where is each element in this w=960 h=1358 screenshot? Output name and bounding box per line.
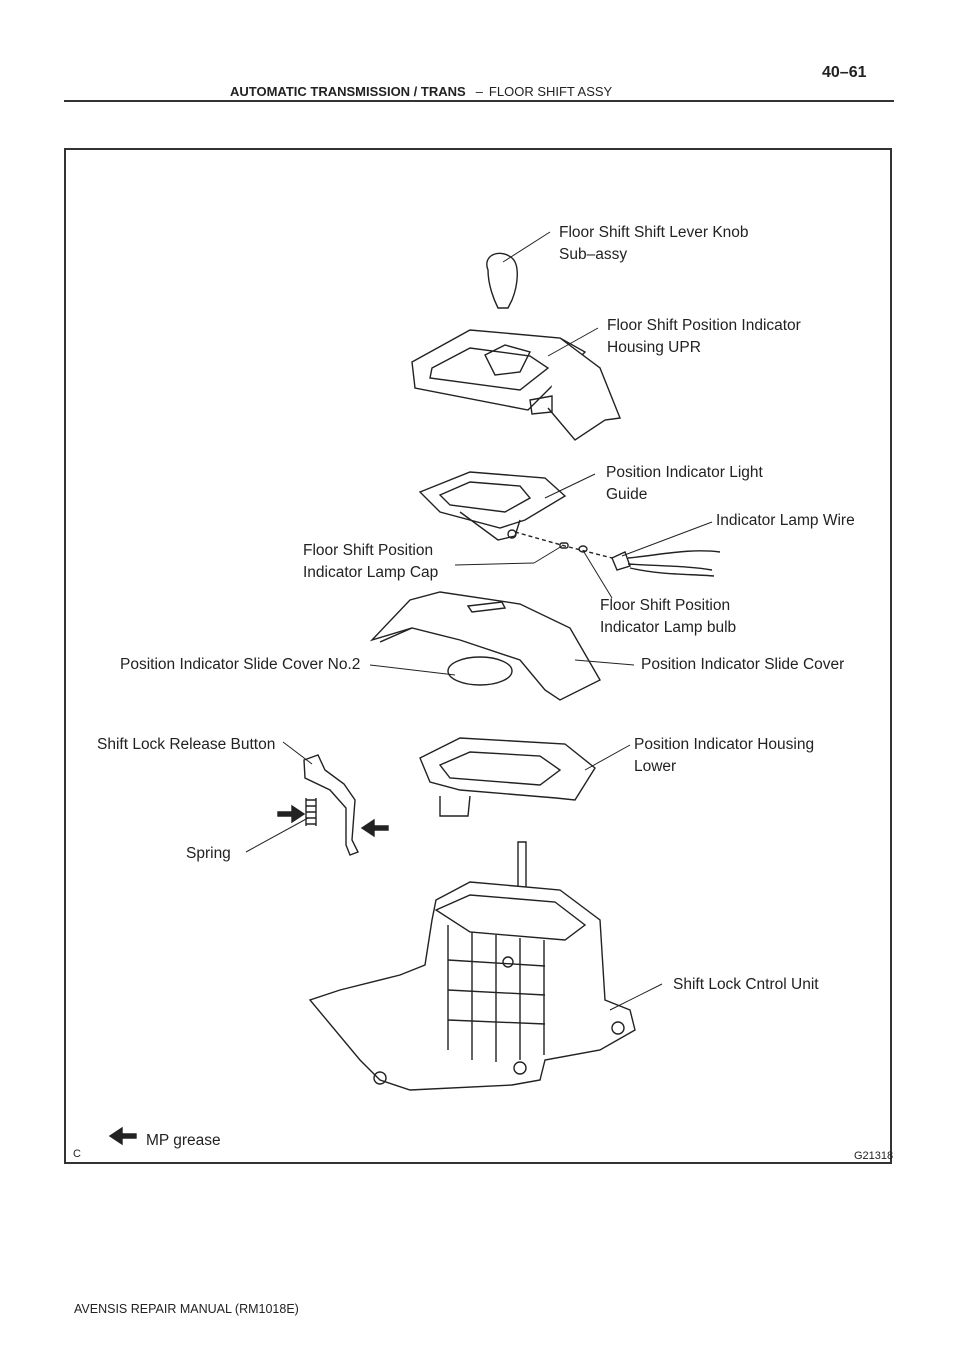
slide-cover-no2-part [447,656,513,686]
header-section: AUTOMATIC TRANSMISSION / TRANS [230,84,466,99]
spring-part [305,798,317,826]
manual-footer: AVENSIS REPAIR MANUAL (RM1018E) [74,1302,299,1316]
label-knob: Floor Shift Shift Lever Knob Sub–assy [559,224,749,263]
label-slide-cover-no2: Position Indicator Slide Cover No.2 [120,656,361,673]
figure-frame [64,148,892,1164]
control-unit-part [308,841,636,1091]
label-control-unit: Shift Lock Cntrol Unit [673,976,819,993]
header-rule [64,100,894,102]
label-housing-upr: Floor Shift Position Indicator Housing U… [607,317,801,356]
figure-id: G21318 [854,1150,894,1162]
housing-lower-part [419,737,596,817]
light-guide-part [418,471,567,541]
figure-corner-mark: C [73,1148,81,1160]
shift-knob-part [486,252,518,309]
lamp-cap-part [559,542,569,549]
label-lamp-cap: Floor Shift Position Indicator Lamp Cap [303,542,439,581]
label-lamp-bulb: Floor Shift Position Indicator Lamp bulb [600,597,737,636]
label-release-button: Shift Lock Release Button [97,736,276,753]
grease-arrow-button [360,818,389,838]
running-header: AUTOMATIC TRANSMISSION / TRANS–FLOOR SHI… [230,84,612,99]
header-subsection: FLOOR SHIFT ASSY [488,84,613,99]
lamp-bulb-part [578,545,588,553]
release-button-part [303,754,359,856]
housing-upr-part [411,329,621,441]
slide-cover-part [369,591,601,701]
mp-grease-legend-arrow [108,1126,137,1146]
label-light-guide: Position Indicator Light Guide [606,464,763,503]
legend-mp-grease: MP grease [146,1132,221,1149]
lamp-dash-line [514,531,621,561]
label-lamp-wire: Indicator Lamp Wire [716,512,855,529]
grease-arrow-spring [277,804,306,824]
header-separator: – [475,84,483,99]
label-housing-lower: Position Indicator Housing Lower [634,736,815,775]
label-spring: Spring [186,845,231,862]
leader-lines [245,231,713,1011]
page-number: 40–61 [822,64,867,81]
label-slide-cover: Position Indicator Slide Cover [641,656,845,673]
lamp-wire-part [611,550,721,577]
